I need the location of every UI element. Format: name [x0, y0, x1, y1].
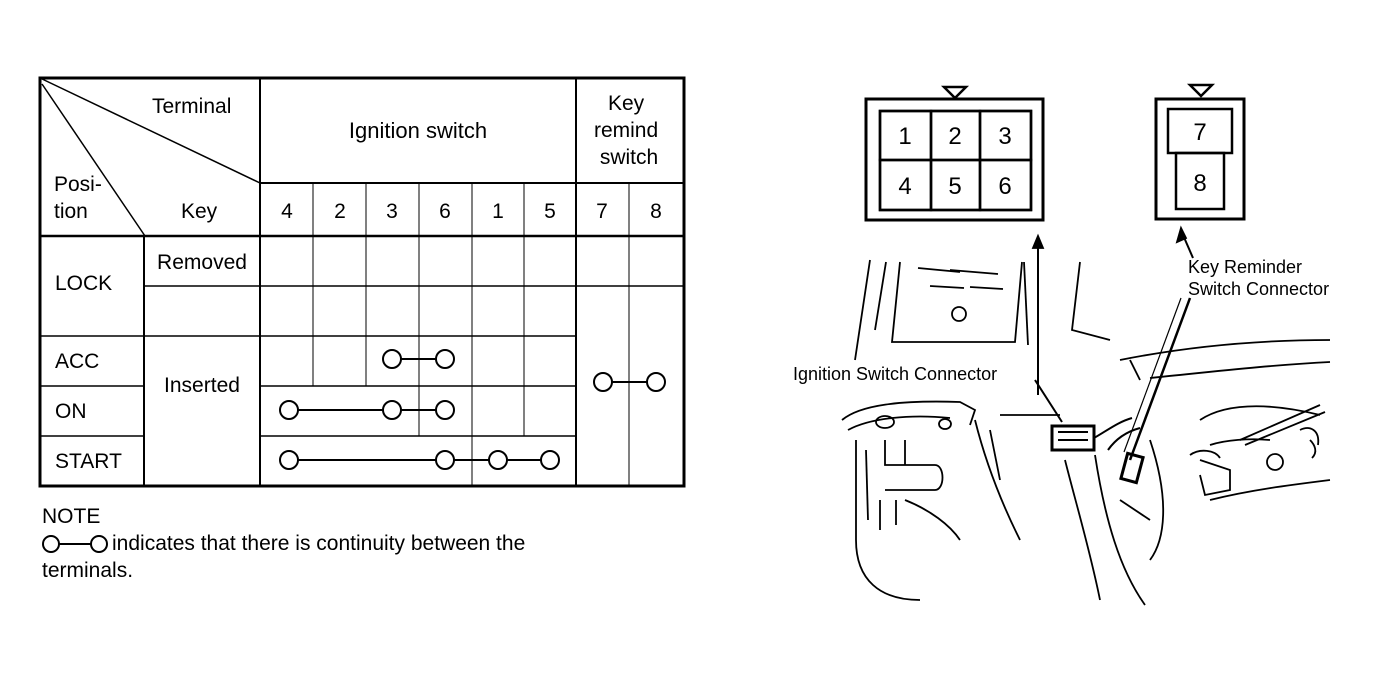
position-labels: LOCK ACC ON START: [55, 272, 122, 473]
key-reminder-label-line2: Switch Connector: [1188, 279, 1329, 299]
continuity-node: [435, 400, 455, 420]
note-text-line1: indicates that there is continuity betwe…: [112, 532, 526, 555]
continuity-node: [646, 372, 666, 392]
note-block: NOTE indicates that there is continuity …: [42, 503, 525, 584]
key-reminder-connector-drawing: [1154, 83, 1246, 221]
continuity-node: [279, 400, 299, 420]
continuity-node: [382, 400, 402, 420]
terminal-header-2: 2: [334, 200, 346, 223]
position-start: START: [55, 450, 122, 473]
note-line1: indicates that there is continuity betwe…: [42, 530, 525, 557]
group-key-remind-line3: switch: [600, 146, 658, 169]
position-lock: LOCK: [55, 272, 112, 295]
continuity-start: [279, 450, 560, 470]
terminal-column-headers: 4 2 3 6 1 5 7 8: [281, 200, 662, 223]
terminal-header-6: 6: [439, 200, 451, 223]
ignition-switch-connector-label: Ignition Switch Connector: [793, 364, 997, 384]
position-acc: ACC: [55, 350, 99, 373]
continuity-node: [540, 450, 560, 470]
group-ignition-switch-label: Ignition switch: [349, 118, 487, 143]
header-position-line1: Posi-: [54, 173, 102, 196]
group-key-remind-line1: Key: [608, 92, 645, 115]
key-state-removed: Removed: [157, 251, 247, 274]
ignition-pin-3: 3: [998, 123, 1011, 150]
key-reminder-key-triangle: [1186, 83, 1216, 98]
note-title: NOTE: [42, 505, 101, 528]
ignition-pin-1: 1: [898, 123, 911, 150]
key-reminder-pin-7: 7: [1193, 119, 1206, 146]
ignition-connector-key-triangle: [940, 85, 970, 100]
ignition-connector-drawing: [864, 85, 1045, 222]
header-diagonal: [39, 77, 261, 184]
terminal-header-4: 4: [281, 200, 293, 223]
key-state-inserted: Inserted: [164, 374, 240, 397]
continuity-node: [435, 349, 455, 369]
continuity-node: [593, 372, 613, 392]
ignition-pin-6: 6: [998, 173, 1011, 200]
continuity-table: [38, 76, 686, 488]
group-key-remind-line2: remind: [594, 119, 658, 142]
key-reminder-label-line1: Key Reminder: [1188, 257, 1302, 277]
continuity-node: [488, 450, 508, 470]
ignition-connector-pins: 1 2 3 4 5 6: [898, 123, 1011, 200]
terminal-header-3: 3: [386, 200, 398, 223]
continuity-node: [382, 349, 402, 369]
ignition-pin-2: 2: [948, 123, 961, 150]
table-outer-frame: [38, 76, 686, 488]
header-position-line2: tion: [54, 200, 88, 223]
terminal-header-5: 5: [544, 200, 556, 223]
ignition-pin-5: 5: [948, 173, 961, 200]
key-reminder-pin-8: 8: [1193, 170, 1206, 197]
continuity-key-remind: [593, 372, 666, 392]
continuity-node: [435, 450, 455, 470]
terminal-header-7: 7: [596, 200, 608, 223]
header-terminal-label: Terminal: [152, 95, 231, 118]
header-position-label: Posi- tion: [54, 173, 108, 223]
continuity-marks: [279, 349, 666, 470]
dashboard-illustration: [841, 225, 1331, 606]
note-text-line2: terminals.: [42, 559, 134, 582]
ignition-pin-4: 4: [898, 173, 911, 200]
terminal-header-8: 8: [650, 200, 662, 223]
group-key-remind-switch-label: Key remind switch: [594, 92, 664, 169]
terminal-header-1: 1: [492, 200, 504, 223]
continuity-symbol-icon: [42, 535, 108, 554]
position-on: ON: [55, 400, 87, 423]
continuity-node: [279, 450, 299, 470]
header-key-label: Key: [181, 200, 218, 223]
key-reminder-connector-label: Key Reminder Switch Connector: [1188, 257, 1329, 299]
continuity-acc: [382, 349, 455, 369]
continuity-on: [279, 400, 455, 420]
